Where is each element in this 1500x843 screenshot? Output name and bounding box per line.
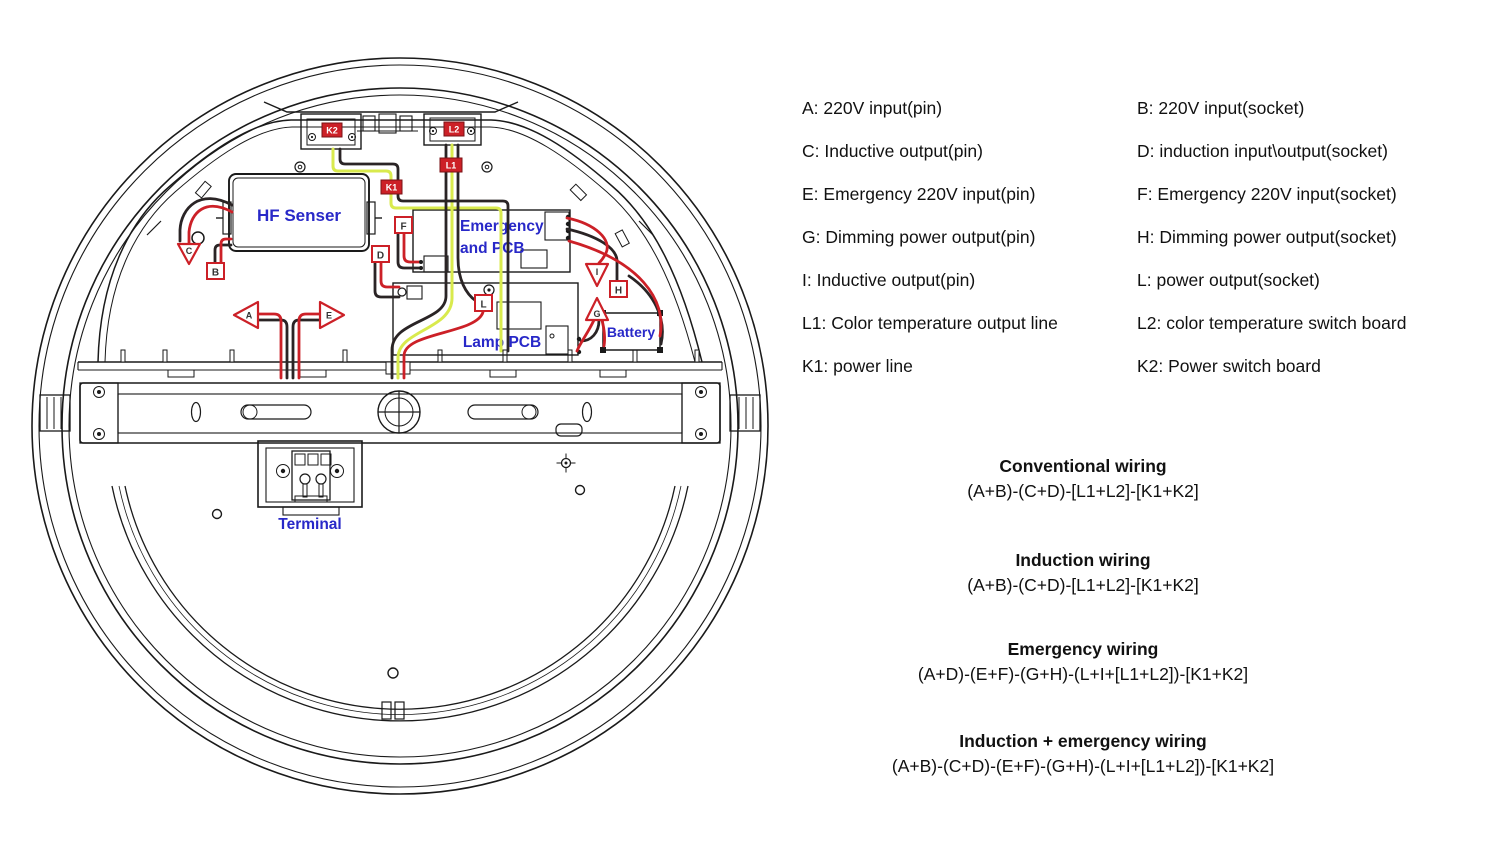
svg-text:E: E: [326, 311, 332, 321]
battery-label: Battery: [607, 324, 655, 340]
compartment-partition: [77, 349, 723, 378]
wiring-formula: (A+D)-(E+F)-(G+H)-(L+I+[L1+L2])-[K1+K2]: [917, 664, 1249, 684]
wiring-title: Emergency wiring: [1007, 639, 1159, 659]
battery-box: Battery: [600, 310, 663, 353]
svg-text:L1: L1: [446, 161, 457, 171]
bar-slots: [190, 390, 593, 437]
svg-text:K2: K2: [326, 126, 338, 136]
tag-l1: L1: [439, 157, 463, 173]
legend-row: A: 220V input(pin) B: 220V input(socket): [802, 87, 1494, 130]
wiring-schemes: Conventional wiring (A+B)-(C+D)-[L1+L2]-…: [790, 454, 1376, 779]
pin-arrow-a: A: [232, 300, 260, 330]
hf-sensor-label: HF Senser: [257, 206, 341, 225]
top-connector: [357, 113, 418, 134]
legend-entry-l: L: power output(socket): [1137, 270, 1320, 290]
legend-entry-l2: L2: color temperature switch board: [1137, 313, 1407, 333]
legend-entry-c: C: Inductive output(pin): [802, 141, 983, 161]
bar-screws: [93, 386, 707, 440]
pin-arrow-i: I: [584, 262, 610, 288]
wiring-formula: (A+B)-(C+D)-(E+F)-(G+H)-(L+I+[L1+L2])-[K…: [891, 756, 1275, 776]
bar-side-clips: [39, 394, 761, 432]
svg-text:L: L: [480, 300, 486, 311]
tag-f: F: [394, 216, 413, 234]
legend-entry-i: I: Inductive output(pin): [802, 270, 976, 290]
legend-row: E: Emergency 220V input(pin) F: Emergenc…: [802, 173, 1494, 216]
tag-l2: L2: [443, 121, 465, 137]
svg-text:I: I: [596, 267, 599, 277]
wiring-formula: (A+B)-(C+D)-[L1+L2]-[K1+K2]: [967, 575, 1199, 595]
pin-arrow-c: C: [176, 242, 202, 266]
tag-d: D: [371, 245, 390, 263]
legend-entry-h: H: Dimming power output(socket): [1137, 227, 1397, 247]
wiring-section-induction-emergency: Induction + emergency wiring (A+B)-(C+D)…: [790, 729, 1376, 779]
pin-arrow-e: E: [318, 300, 346, 330]
parts-legend: A: 220V input(pin) B: 220V input(socket)…: [802, 87, 1494, 388]
svg-text:K1: K1: [386, 183, 398, 193]
legend-entry-g: G: Dimming power output(pin): [802, 227, 1036, 247]
legend-entry-e: E: Emergency 220V input(pin): [802, 184, 1036, 204]
emergency-pcb-box: Emergency and PCB: [412, 209, 571, 273]
svg-text:A: A: [246, 311, 253, 321]
terminal-block: Terminal: [257, 440, 363, 533]
wiring-section-conventional: Conventional wiring (A+B)-(C+D)-[L1+L2]-…: [790, 454, 1376, 504]
wiring-title: Induction + emergency wiring: [959, 731, 1207, 751]
base-holes: [191, 161, 586, 679]
legend-row: K1: power line K2: Power switch board: [802, 345, 1494, 388]
legend-entry-d: D: induction input\output(socket): [1137, 141, 1388, 161]
lamp-wiring-diagram: Terminal: [31, 57, 769, 795]
svg-text:G: G: [593, 309, 600, 319]
emergency-pcb-label-line2: and PCB: [460, 240, 525, 257]
tag-l: L: [474, 294, 493, 312]
tag-b: B: [206, 262, 225, 280]
wiring-section-emergency: Emergency wiring (A+D)-(E+F)-(G+H)-(L+I+…: [790, 637, 1376, 687]
pcb-compartment-wall: [97, 101, 703, 363]
legend-entry-f: F: Emergency 220V input(socket): [1137, 184, 1397, 204]
svg-text:F: F: [400, 222, 406, 233]
housing-rings: [31, 57, 769, 795]
terminal-label: Terminal: [278, 516, 341, 533]
wiring-formula: (A+B)-(C+D)-[L1+L2]-[K1+K2]: [967, 481, 1199, 501]
mounting-bar: [39, 382, 761, 444]
svg-text:B: B: [212, 268, 219, 279]
legend-entry-k1: K1: power line: [802, 356, 913, 376]
svg-text:L2: L2: [449, 125, 460, 135]
legend-entry-k2: K2: Power switch board: [1137, 356, 1321, 376]
wires-red: [187, 205, 663, 380]
wiring-section-induction: Induction wiring (A+B)-(C+D)-[L1+L2]-[K1…: [790, 548, 1376, 598]
svg-text:D: D: [377, 251, 384, 262]
tag-k1: K1: [380, 179, 403, 195]
hf-sensor-box: HF Senser: [216, 173, 382, 252]
legend-entry-a: A: 220V input(pin): [802, 98, 943, 118]
tag-k2: K2: [321, 122, 343, 138]
wiring-title: Induction wiring: [1015, 550, 1151, 570]
legend-entry-l1: L1: Color temperature output line: [802, 313, 1058, 333]
svg-text:H: H: [615, 286, 622, 297]
legend-row: C: Inductive output(pin) D: induction in…: [802, 130, 1494, 173]
tag-h: H: [609, 280, 628, 298]
legend-row: I: Inductive output(pin) L: power output…: [802, 259, 1494, 302]
svg-text:C: C: [186, 246, 193, 256]
legend-row: G: Dimming power output(pin) H: Dimming …: [802, 216, 1494, 259]
wiring-title: Conventional wiring: [999, 456, 1167, 476]
pin-arrow-g: G: [584, 296, 610, 322]
legend-row: L1: Color temperature output line L2: co…: [802, 302, 1494, 345]
legend-entry-b: B: 220V input(socket): [1137, 98, 1305, 118]
